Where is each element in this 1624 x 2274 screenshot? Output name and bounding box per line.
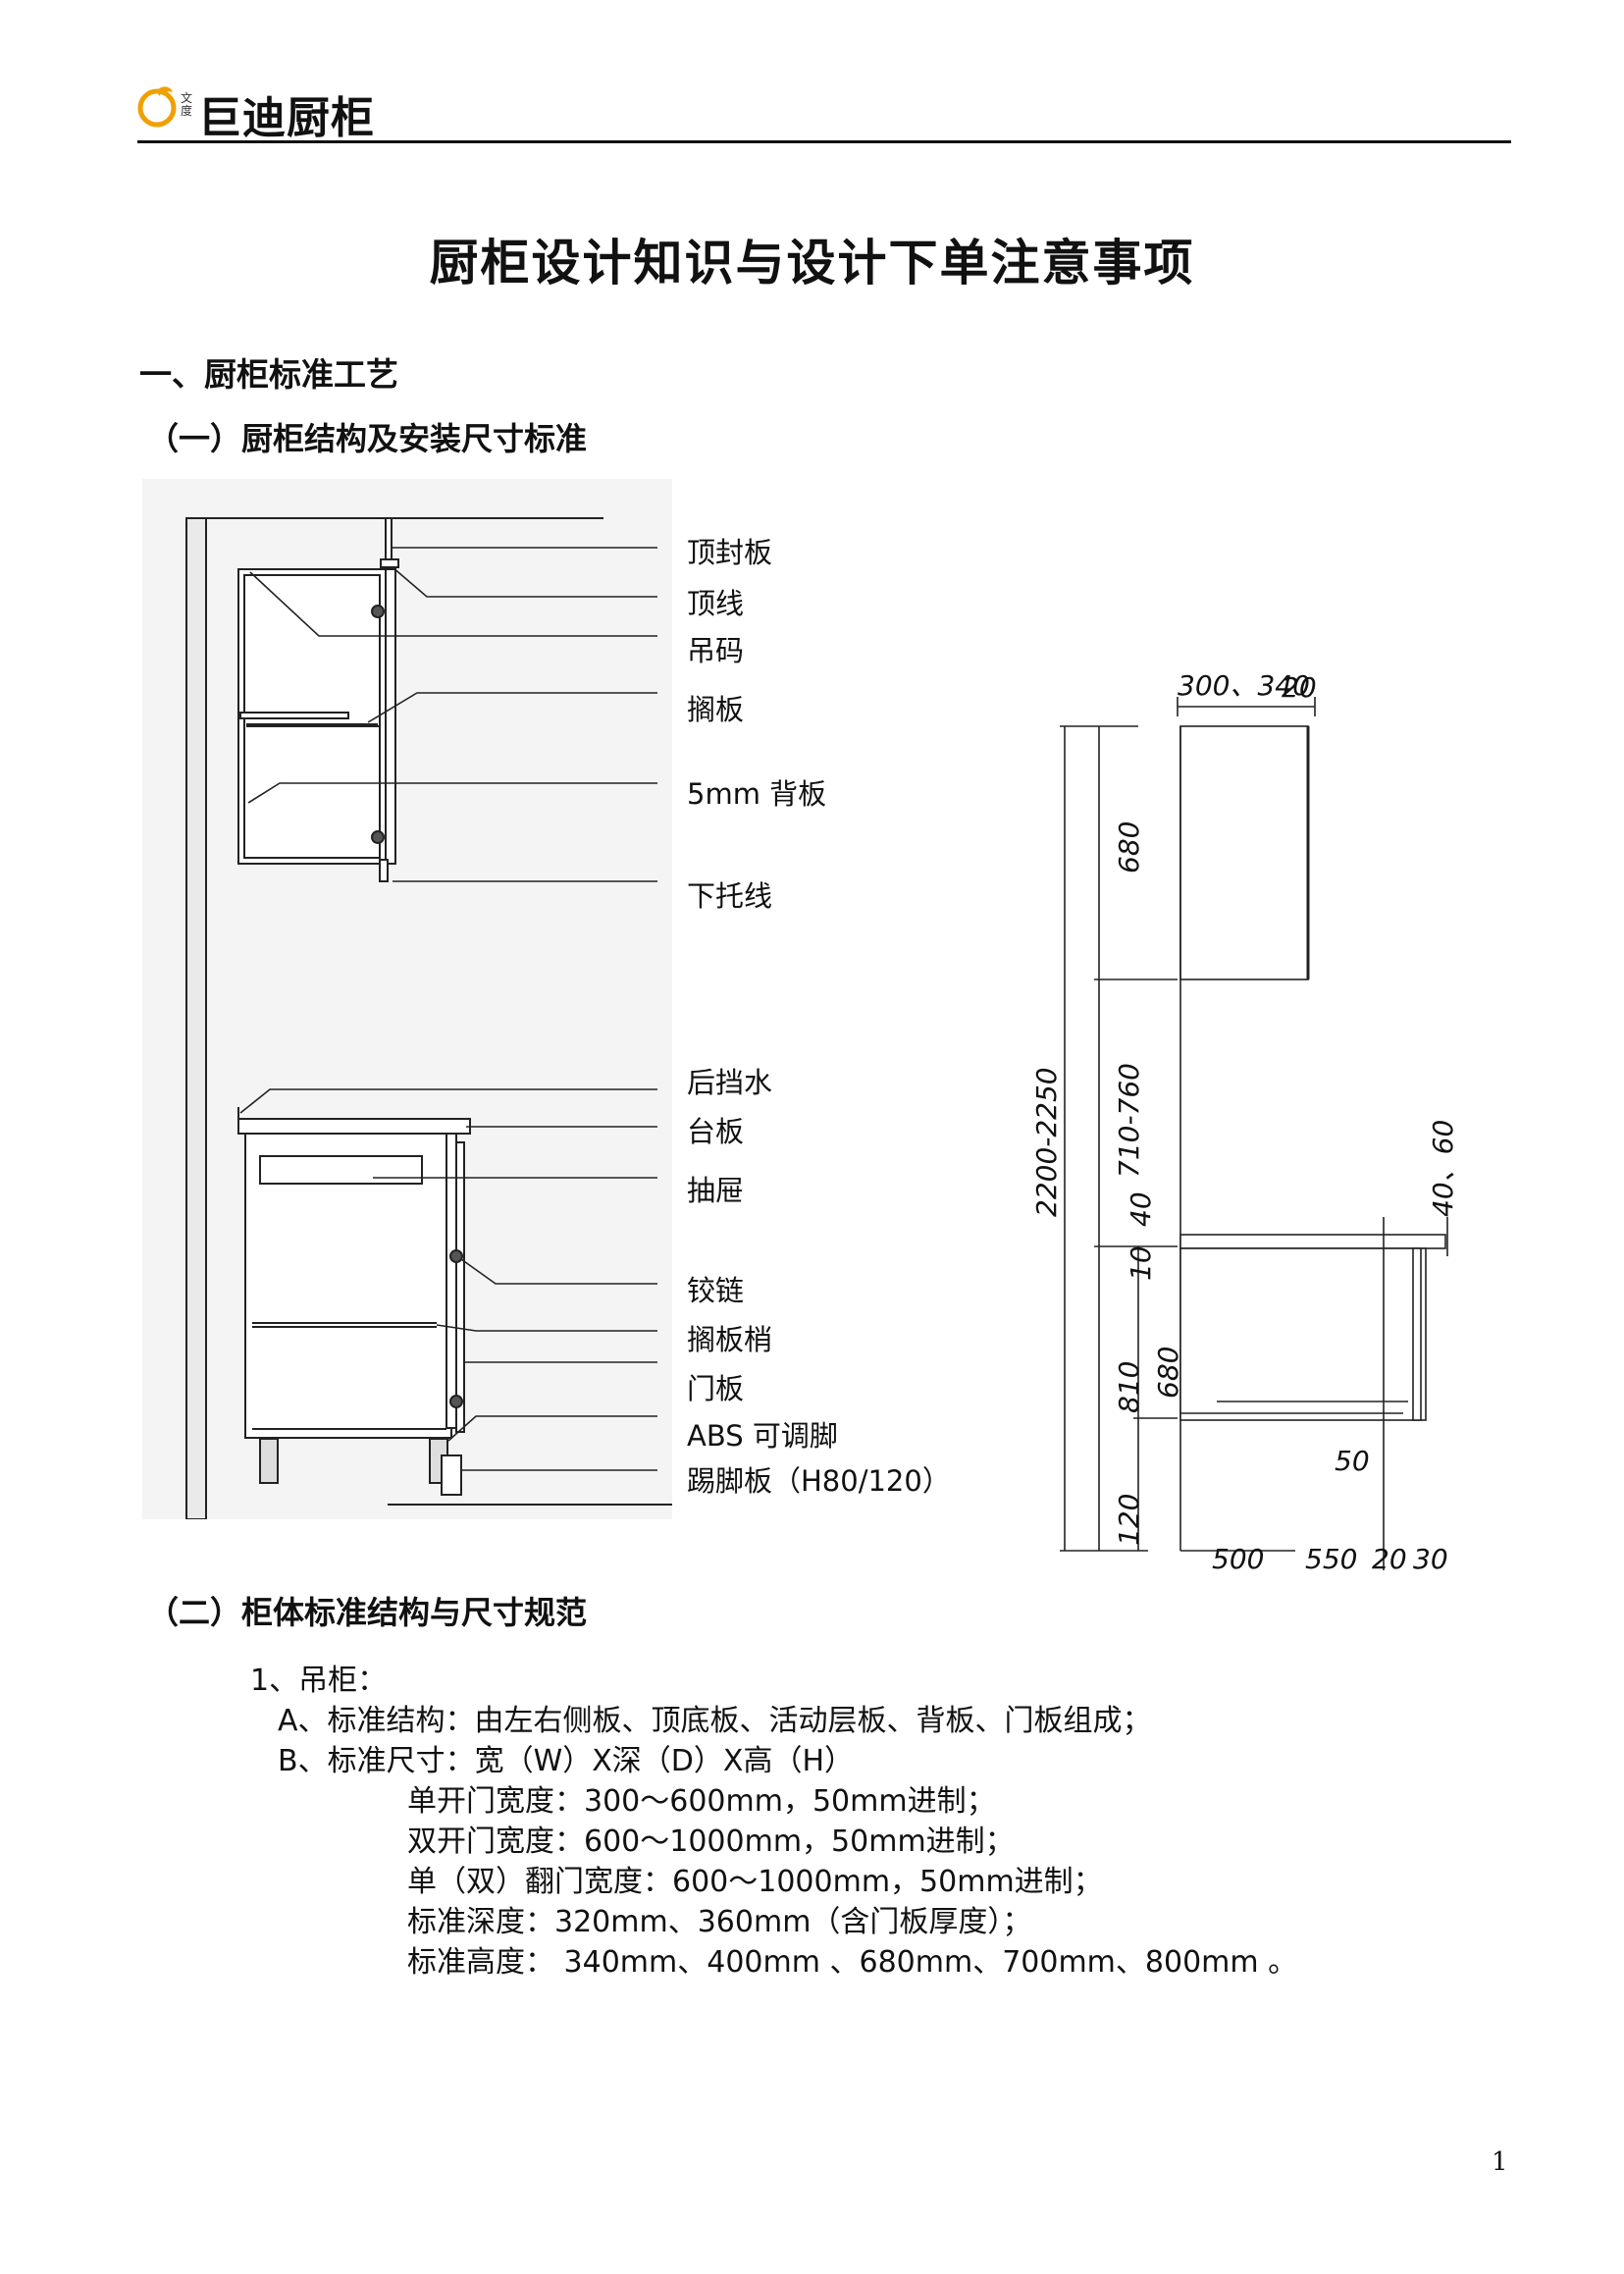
label-adjustable-foot: ABS 可调脚 <box>687 1419 838 1453</box>
dim-counter-back: 40、60 <box>1427 1120 1459 1217</box>
logo-small-text: 文度 <box>181 91 193 118</box>
label-shelf-pin: 搁板梢 <box>687 1323 773 1356</box>
item-structure: A、标准结构：由左右侧板、顶底板、活动层板、背板、门板组成； <box>278 1704 1152 1738</box>
subsection-heading: （一）厨柜结构及安装尺寸标准 <box>147 420 588 457</box>
subsection-heading-2: （二）柜体标准结构与尺寸规范 <box>147 1594 588 1631</box>
dim-top-edge: 20 <box>1282 671 1317 704</box>
label-countertop: 台板 <box>687 1115 745 1148</box>
dim-toe: 50 <box>1335 1445 1370 1477</box>
label-hanger: 吊码 <box>687 634 745 667</box>
item-wall-cabinet: 1、吊柜： <box>250 1664 388 1698</box>
spec-line: 单（双）翻门宽度：600～1000mm，50mm进制； <box>407 1865 1103 1899</box>
page-title: 厨柜设计知识与设计下单注意事项 <box>429 234 1195 291</box>
dim-top-width: 300、340 <box>1178 669 1310 702</box>
label-drawer: 抽屉 <box>687 1174 745 1207</box>
label-bottom-trim: 下托线 <box>687 879 773 913</box>
dim-base-total: 810 <box>1113 1361 1145 1413</box>
item-size: B、标准尺寸：宽（W）X深（D）X高（H） <box>278 1744 855 1778</box>
header: 文度 巨迪厨柜 <box>137 77 550 143</box>
spec-line: 标准深度：320mm、360mm（含门板厚度）； <box>407 1905 1032 1939</box>
label-top-line: 顶线 <box>687 587 745 620</box>
dim-bottom-4: 30 <box>1413 1543 1448 1570</box>
dim-wall-height: 680 <box>1113 821 1145 873</box>
label-top-sealing-board: 顶封板 <box>687 536 773 569</box>
brand-logo-icon <box>137 86 177 128</box>
label-door: 门板 <box>687 1372 745 1405</box>
label-backsplash: 后挡水 <box>687 1066 773 1099</box>
spec-line: 单开门宽度：300～600mm，50mm进制； <box>407 1784 996 1819</box>
header-rule <box>137 140 1511 143</box>
label-plinth: 踢脚板（H80/120） <box>687 1464 951 1498</box>
dim-bottom-3: 20 <box>1372 1543 1407 1570</box>
dim-bottom-1: 500 <box>1212 1543 1264 1570</box>
dim-bottom-2: 550 <box>1305 1543 1357 1570</box>
logo-name: 巨迪厨柜 <box>198 93 375 143</box>
dim-base-body: 680 <box>1152 1347 1184 1399</box>
page-number: 1 <box>1492 2147 1508 2177</box>
dimension-elevation-diagram: 300、340 20 680 710-760 2200-2250 40、60 1… <box>1030 669 1459 1570</box>
cabinet-section-diagram <box>142 479 672 1519</box>
dim-counter-top: 40 <box>1125 1191 1157 1227</box>
dim-total: 2200-2250 <box>1030 1067 1063 1217</box>
label-shelf: 搁板 <box>687 693 745 726</box>
label-back-panel: 5mm 背板 <box>687 777 827 811</box>
spec-line: 双开门宽度：600～1000mm，50mm进制； <box>407 1824 1015 1859</box>
dim-gap: 710-760 <box>1113 1063 1145 1178</box>
spec-line: 标准高度： 340mm、400mm 、680mm、700mm、800mm 。 <box>407 1945 1298 1980</box>
dim-counter-front: 10 <box>1125 1245 1157 1281</box>
dim-plinth: 120 <box>1113 1494 1145 1546</box>
label-hinge: 铰链 <box>687 1274 745 1307</box>
section-heading: 一、厨柜标准工艺 <box>139 355 398 394</box>
